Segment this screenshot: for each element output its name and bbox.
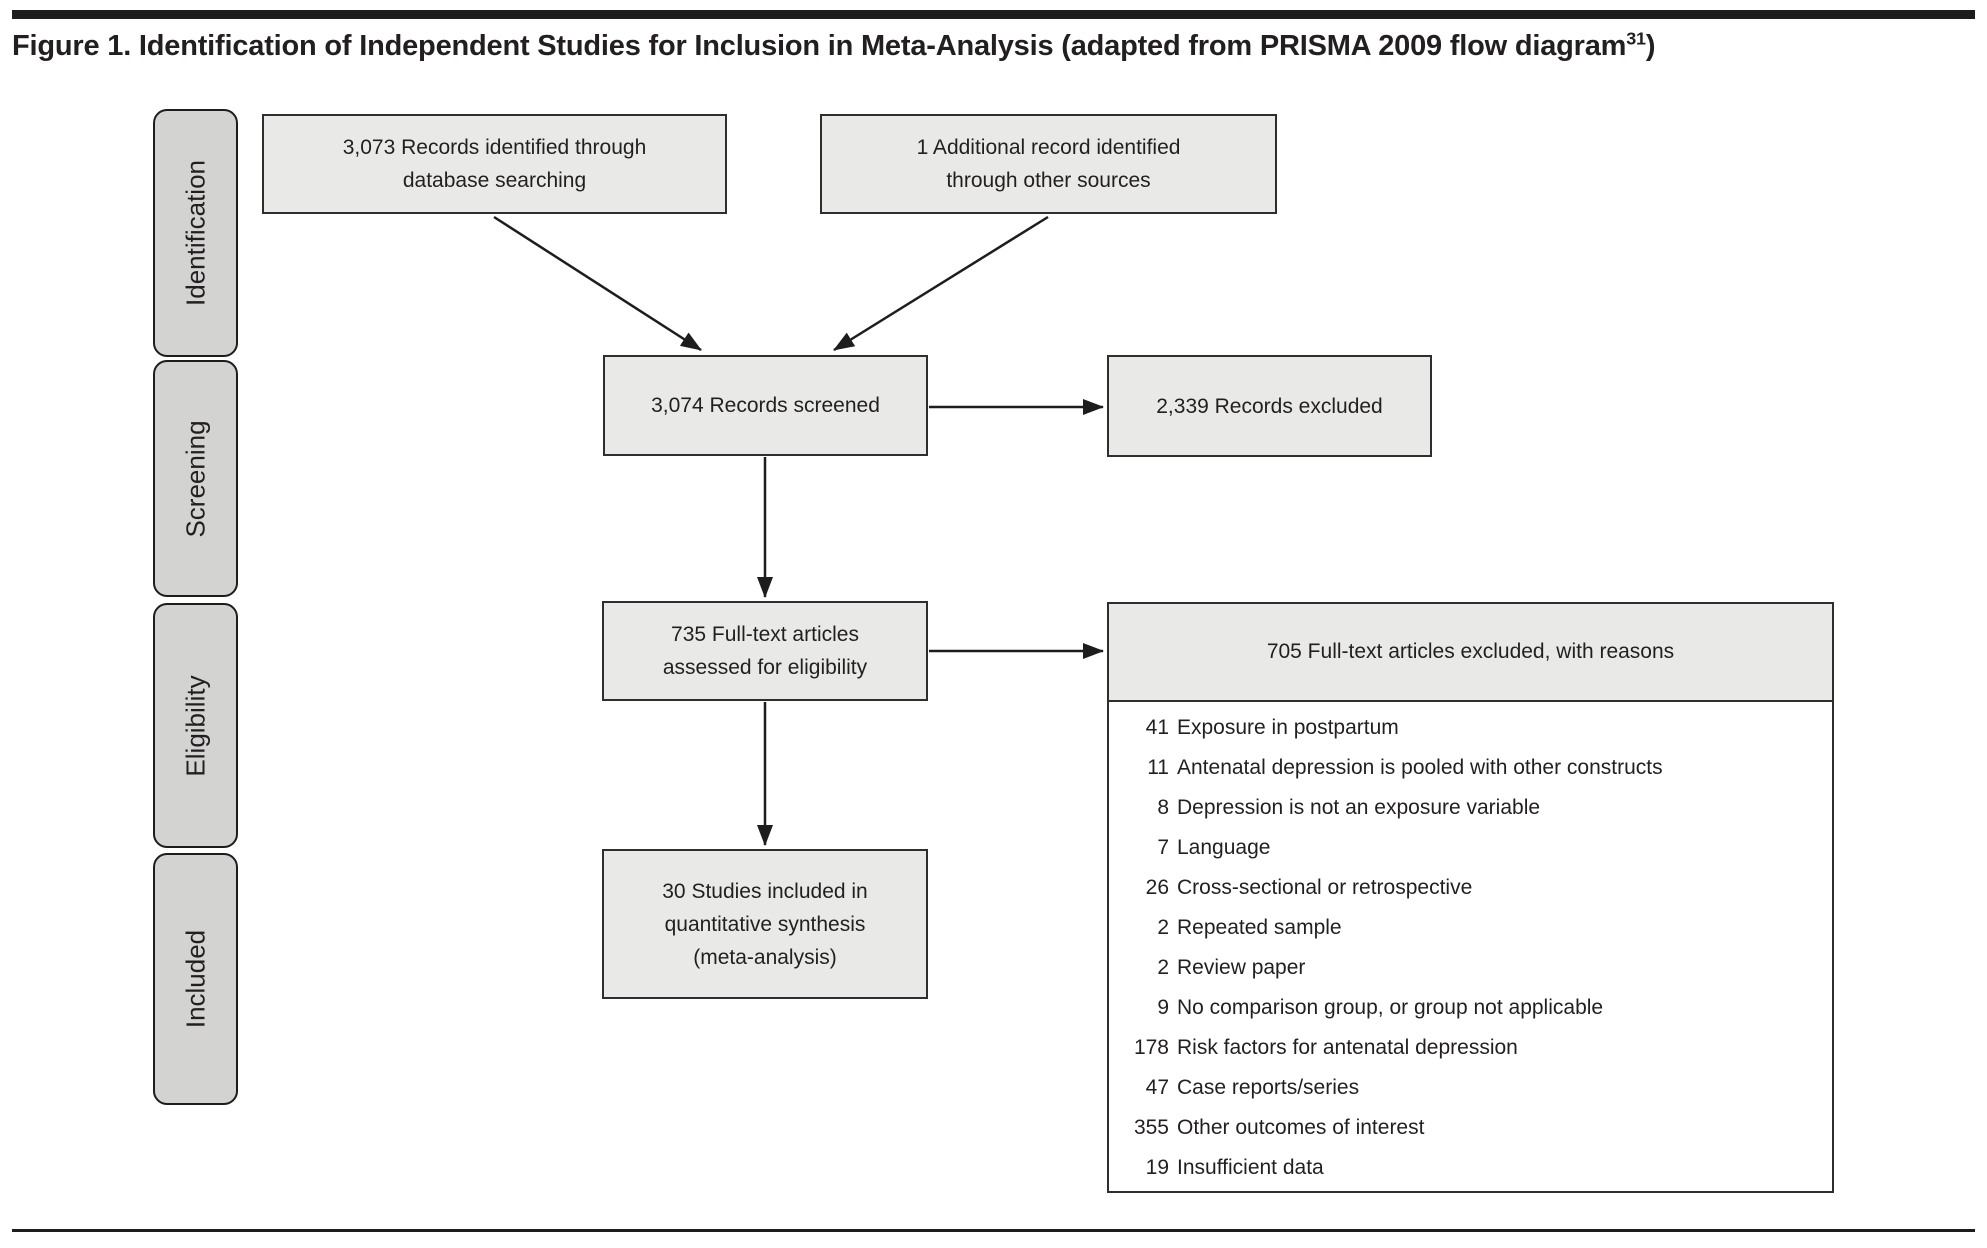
exclusion-row: 11 Antenatal depression is pooled with ot… <box>1123 748 1824 788</box>
figure-title: Figure 1. Identification of Independent … <box>12 28 1972 63</box>
box-studies-included-line1: 30 Studies included in <box>662 879 868 903</box>
box-records-screened: 3,074 Records screened <box>603 355 928 456</box>
exclusion-panel-header-text: 705 Full-text articles excluded, with re… <box>1266 640 1675 663</box>
stage-identification: Identification <box>153 109 238 357</box>
box-records-screened-line1: 3,074 Records screened <box>651 394 880 417</box>
stage-eligibility: Eligibility <box>153 603 238 848</box>
box-records-excluded: 2,339 Records excluded <box>1107 355 1432 457</box>
figure-title-text: Figure 1. Identification of Independent … <box>12 30 1627 62</box>
box-additional-records-line1: 1 Additional record identified <box>916 136 1181 159</box>
exclusion-reason: Antenatal depression is pooled with othe… <box>1177 756 1663 779</box>
exclusion-count: 9 <box>1157 996 1169 1019</box>
box-records-identified-line2: database searching <box>402 169 587 192</box>
exclusion-row: 178 Risk factors for antenatal depression <box>1123 1028 1824 1068</box>
exclusion-count: 2 <box>1157 916 1169 939</box>
exclusion-reason: Insufficient data <box>1177 1156 1324 1179</box>
exclusion-reason: Risk factors for antenatal depression <box>1177 1036 1518 1059</box>
exclusion-count: 178 <box>1133 1036 1169 1059</box>
stage-screening-label: Screening <box>180 419 210 538</box>
box-additional-records-line2: through other sources <box>946 169 1151 192</box>
stage-screening: Screening <box>153 360 238 597</box>
exclusion-reason: Exposure in postpartum <box>1177 716 1399 739</box>
exclusion-panel-header: 705 Full-text articles excluded, with re… <box>1109 604 1832 702</box>
bottom-rule <box>12 1229 1975 1232</box>
stage-included-label: Included <box>180 929 210 1029</box>
figure-title-suffix: ) <box>1645 30 1656 62</box>
box-records-identified-line1: 3,073 Records identified through <box>342 136 647 159</box>
box-records-excluded-line1: 2,339 Records excluded <box>1156 394 1383 418</box>
stage-eligibility-label: Eligibility <box>180 674 210 777</box>
exclusion-count: 355 <box>1133 1116 1169 1139</box>
exclusion-row: 355 Other outcomes of interest <box>1123 1108 1824 1148</box>
exclusion-row: 7 Language <box>1123 828 1824 868</box>
exclusion-reason: Case reports/series <box>1177 1076 1360 1099</box>
exclusion-count: 8 <box>1157 796 1169 819</box>
exclusion-count: 2 <box>1157 956 1169 979</box>
exclusion-row: 26 Cross-sectional or retrospective <box>1123 868 1824 908</box>
box-additional-records: 1 Additional record identified through o… <box>820 114 1277 214</box>
exclusion-reason: Other outcomes of interest <box>1177 1116 1425 1139</box>
box-studies-included-line2: quantitative synthesis <box>664 912 866 936</box>
exclusion-count: 7 <box>1157 836 1169 859</box>
exclusion-count: 47 <box>1145 1076 1169 1099</box>
box-fulltext-assessed-line1: 735 Full-text articles <box>671 623 859 646</box>
exclusion-reason: No comparison group, or group not applic… <box>1177 996 1604 1019</box>
exclusion-row: 41 Exposure in postpartum <box>1123 708 1824 748</box>
box-studies-included: 30 Studies included in quantitative synt… <box>602 849 928 999</box>
stage-included: Included <box>153 853 238 1105</box>
exclusion-reason: Cross-sectional or retrospective <box>1177 876 1473 899</box>
exclusion-row: 9 No comparison group, or group not appli… <box>1123 988 1824 1028</box>
exclusion-count: 41 <box>1145 716 1169 739</box>
box-records-identified: 3,073 Records identified through databas… <box>262 114 727 214</box>
exclusion-reason: Review paper <box>1177 956 1306 979</box>
box-studies-included-line3: (meta-analysis) <box>693 945 837 969</box>
stage-identification-label: Identification <box>180 160 210 306</box>
exclusion-count: 19 <box>1145 1156 1169 1179</box>
exclusion-row: 2 Repeated sample <box>1123 908 1824 948</box>
exclusion-row: 2 Review paper <box>1123 948 1824 988</box>
exclusion-panel: 705 Full-text articles excluded, with re… <box>1107 602 1834 1193</box>
exclusion-row: 19 Insufficient data <box>1123 1148 1824 1188</box>
exclusion-count: 26 <box>1145 876 1169 899</box>
exclusion-row: 8 Depression is not an exposure variable <box>1123 788 1824 828</box>
exclusion-reason: Repeated sample <box>1177 916 1342 939</box>
exclusion-reason: Language <box>1177 836 1271 859</box>
exclusion-count: 11 <box>1147 756 1169 779</box>
top-rule <box>12 10 1975 19</box>
box-fulltext-assessed: 735 Full-text articles assessed for elig… <box>602 601 928 701</box>
arrow-identified-to-screened <box>493 215 702 352</box>
exclusion-reason: Depression is not an exposure variable <box>1177 796 1541 819</box>
exclusion-row: 47 Case reports/series <box>1123 1068 1824 1108</box>
box-fulltext-assessed-line2: assessed for eligibility <box>662 656 868 679</box>
figure-title-citation: 31 <box>1626 28 1646 49</box>
exclusion-reason-list: 41 Exposure in postpartum 11 Antenatal dep… <box>1109 702 1832 1188</box>
arrow-additional-to-screened <box>833 215 1049 352</box>
